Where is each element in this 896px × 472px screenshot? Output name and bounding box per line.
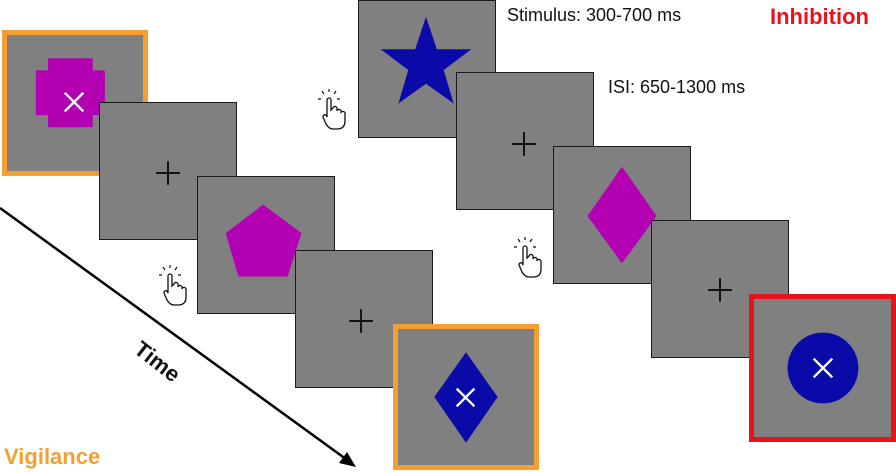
- blue-diamond-stimulus: [434, 352, 498, 443]
- magenta-diamond-stimulus: [587, 166, 657, 264]
- isi-timing-label: ISI: 650-1300 ms: [608, 77, 746, 97]
- magenta-cross-stimulus: [35, 58, 105, 128]
- vigilance-frame-5-diamond: [393, 324, 539, 470]
- fixation-cross: [156, 161, 180, 185]
- inhibition-frame-5-circle: [749, 294, 896, 442]
- stimulus-timing-label: Stimulus: 300-700 ms: [507, 5, 682, 25]
- vigilance-title: Vigilance: [4, 444, 101, 469]
- blue-star-stimulus: [380, 16, 472, 104]
- tap-hand-icon: [514, 237, 542, 278]
- fixation-cross: [708, 278, 732, 302]
- tap-hand-icon: [159, 265, 187, 306]
- fixation-cross: [349, 309, 373, 333]
- inhibition-title: Inhibition: [770, 4, 869, 29]
- time-axis-label: Time: [129, 336, 186, 388]
- tap-hand-icon: [318, 89, 346, 130]
- blue-circle-stimulus: [787, 332, 859, 404]
- fixation-cross: [512, 132, 536, 156]
